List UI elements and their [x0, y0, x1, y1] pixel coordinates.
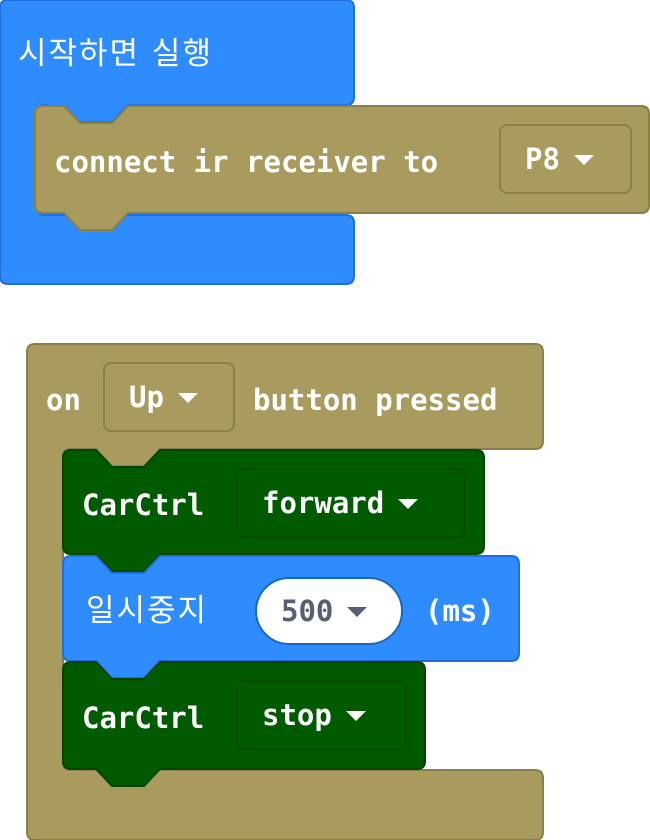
- button-dropdown-value: Up: [129, 380, 164, 414]
- carctrl-forward-label: CarCtrl: [82, 488, 205, 522]
- on-button-prefix-label: on: [46, 383, 81, 417]
- direction-dropdown-forward[interactable]: forward: [236, 468, 466, 538]
- triangle-down-icon: [177, 393, 198, 403]
- pause-label: 일시중지: [86, 593, 209, 629]
- connect-ir-label: connect ir receiver to: [54, 145, 439, 179]
- pause-duration-input[interactable]: 500: [255, 577, 403, 645]
- connect-ir-block-shape[interactable]: [34, 105, 650, 231]
- direction-forward-value: forward: [262, 486, 385, 520]
- direction-stop-value: stop: [262, 698, 332, 732]
- on-start-label: 시작하면 실행: [18, 36, 213, 72]
- triangle-down-icon: [398, 499, 419, 509]
- triangle-down-icon: [347, 607, 368, 617]
- triangle-down-icon: [345, 711, 366, 721]
- pin-dropdown-value: P8: [525, 142, 560, 176]
- on-button-suffix-label: button pressed: [253, 383, 498, 417]
- triangle-down-icon: [573, 155, 594, 165]
- button-dropdown[interactable]: Up: [103, 362, 235, 432]
- pin-dropdown[interactable]: P8: [499, 124, 632, 194]
- carctrl-stop-label: CarCtrl: [82, 701, 205, 735]
- pause-unit-label: (ms): [425, 594, 495, 628]
- direction-dropdown-stop[interactable]: stop: [236, 680, 407, 750]
- on-start-block-shape[interactable]: [0, 0, 355, 285]
- pause-duration-value: 500: [281, 594, 334, 628]
